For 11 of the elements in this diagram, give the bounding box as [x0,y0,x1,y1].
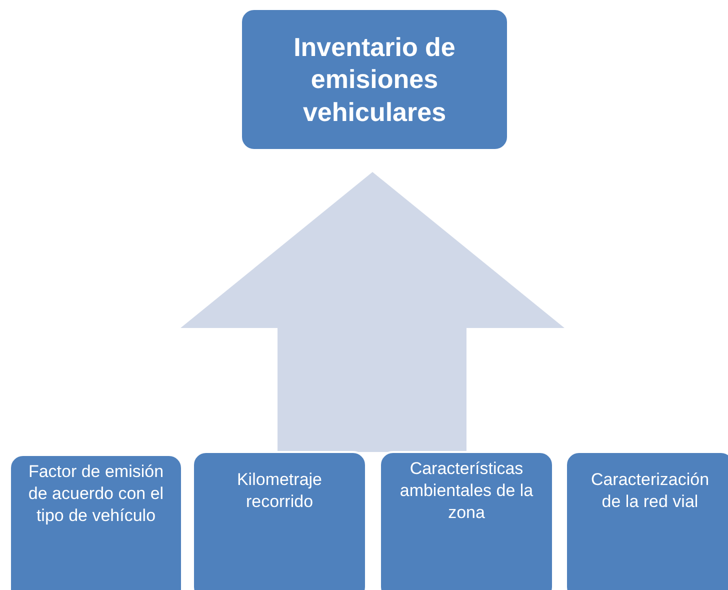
process-box [192,451,367,590]
process-box [240,8,509,151]
block-arrow [180,172,564,452]
box-label: Caracterización de la red vial [590,468,710,513]
process-box [379,451,554,590]
box-label: Factor de emisión de acuerdo con el tipo de vehículo [27,460,165,528]
process-box [9,454,183,590]
box-label: Kilometraje recorrido [236,468,324,513]
box-label: Características ambientales de la zona [398,458,534,524]
process-box [565,451,728,590]
box-label: Inventario de emisiones vehiculares [292,30,456,128]
